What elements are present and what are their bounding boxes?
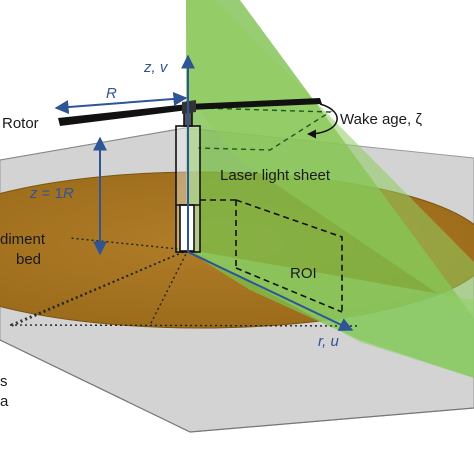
label-edge-1: s <box>0 373 8 390</box>
label-sediment-1: diment <box>0 231 46 248</box>
radius-arrow <box>54 91 188 115</box>
r-axis <box>187 251 354 331</box>
label-radius: R <box>106 85 117 102</box>
ground-edge-bottom <box>0 339 191 433</box>
label-sediment-2: bed <box>16 251 41 268</box>
wake-path <box>197 107 333 151</box>
laser-sheet-ground <box>190 250 474 378</box>
wake-age-arrow <box>307 103 338 139</box>
laser-sheet-upper <box>186 0 474 318</box>
label-wake-age: Wake age, ζ <box>340 111 422 128</box>
rotor-blade-right <box>188 98 322 110</box>
label-height: z = 1R <box>29 185 74 202</box>
ground-edge-bottom-right <box>189 407 474 433</box>
label-roi: ROI <box>290 265 317 282</box>
label-laser-sheet: Laser light sheet <box>220 167 331 184</box>
label-axis-r: r, u <box>318 333 340 350</box>
ground-edge-left <box>0 127 186 161</box>
label-axis-z: z, v <box>143 59 169 76</box>
label-edge-2: a <box>0 393 9 410</box>
bed-dotted-lines <box>9 237 361 327</box>
roi-box <box>200 199 343 313</box>
label-rotor: Rotor <box>2 115 39 132</box>
